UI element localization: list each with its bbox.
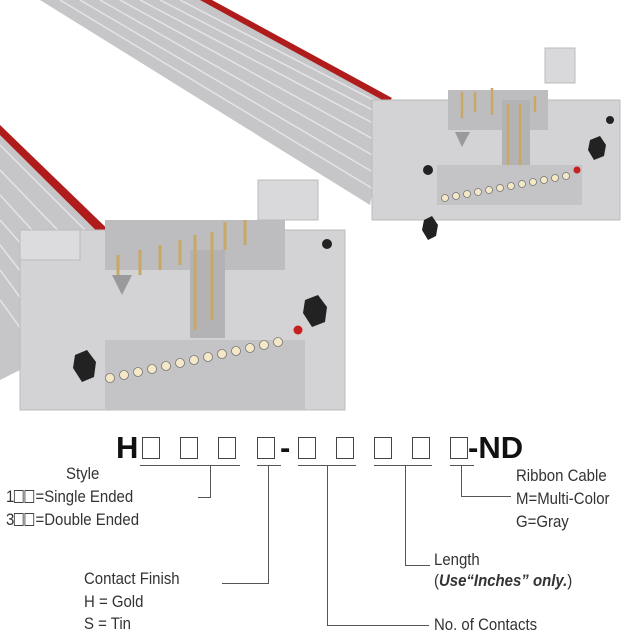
part-number-dash: - <box>280 430 291 465</box>
contacts-box-1 <box>298 437 316 459</box>
connector-back <box>371 47 621 240</box>
ribbon-cable-title: Ribbon Cable <box>516 466 607 485</box>
style-leader-h <box>198 497 211 499</box>
contacts-box-2 <box>336 437 354 459</box>
style-digit-box-3 <box>218 437 236 459</box>
contact-finish-title: Contact Finish <box>84 569 180 588</box>
part-number-suffix: -ND <box>468 430 524 465</box>
ribbon-leader <box>461 465 463 496</box>
style-option-single: 1=Single Ended <box>6 487 134 506</box>
ribbon-cable-gray: G=Gray <box>516 512 569 531</box>
contact-finish-gold: H = Gold <box>84 592 144 611</box>
finish-leader <box>268 465 270 583</box>
ribbon-leader-h <box>461 496 511 498</box>
length-box-2 <box>412 437 430 459</box>
style-digit-box-2 <box>180 437 198 459</box>
length-note: (Use“Inches” only.) <box>434 571 573 590</box>
contacts-title: No. of Contacts <box>434 615 538 634</box>
style-digit-box-1 <box>142 437 160 459</box>
style-underline <box>140 465 240 467</box>
contact-finish-tin: S = Tin <box>84 614 131 633</box>
contact-finish-box <box>257 437 275 459</box>
contacts-leader <box>327 465 329 625</box>
length-title: Length <box>434 550 480 569</box>
ribbon-cable-back <box>40 0 392 205</box>
connector-front <box>19 179 346 411</box>
length-underline <box>374 465 432 467</box>
ribbon-cable-multicolor: M=Multi-Color <box>516 489 610 508</box>
length-leader <box>405 465 407 565</box>
ribbon-cable-assembly-illustration <box>0 0 621 411</box>
style-leader <box>210 465 212 497</box>
ribbon-cable-box <box>450 437 468 459</box>
finish-leader-h <box>222 583 269 585</box>
length-box-1 <box>374 437 392 459</box>
style-title: Style <box>66 464 100 483</box>
style-option-double: 3=Double Ended <box>6 510 140 529</box>
part-number-prefix: H <box>116 430 139 465</box>
length-leader-h <box>405 565 430 567</box>
contacts-leader-h <box>327 625 429 627</box>
